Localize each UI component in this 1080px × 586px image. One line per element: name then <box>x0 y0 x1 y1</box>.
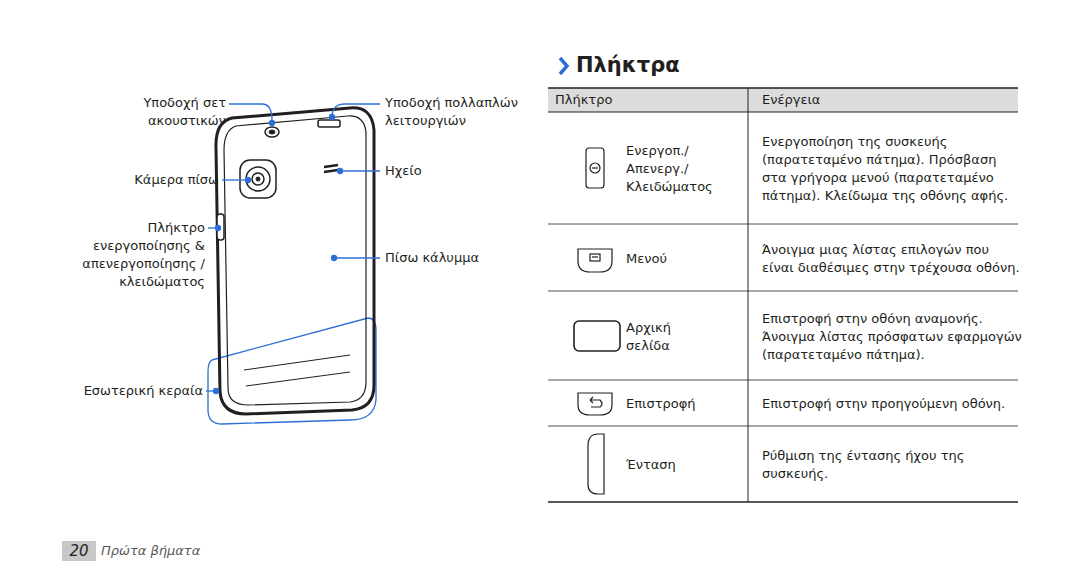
leader-dot <box>270 121 275 126</box>
leader-dot <box>330 115 335 120</box>
back-key-icon <box>590 397 602 407</box>
leader-line <box>206 390 214 391</box>
camera-lens <box>256 177 260 181</box>
table-cell: Ένταση <box>626 456 726 474</box>
callout-label: Ηχείο <box>385 162 485 180</box>
back-cover <box>224 116 366 405</box>
menu-key-icon <box>592 256 598 257</box>
table-cell: Επιστροφή στην προηγούμενη οθόνη. <box>762 395 1024 413</box>
table-rule <box>548 224 1018 225</box>
callout-label: Πλήκτρο ενεργοποίησης & απενεργοποίησης … <box>75 219 205 291</box>
camera-lens <box>252 173 264 185</box>
table-header-cell: Ενέργεια <box>762 91 882 109</box>
cover-line <box>246 372 350 386</box>
headset-jack <box>269 130 275 134</box>
leader-dot <box>332 256 337 261</box>
table-cell: Άνοιγμα μιας λίστας επιλογών που είναι δ… <box>762 241 1024 277</box>
table-cell: Επιστροφή <box>626 395 726 413</box>
table-cell: Μενού <box>626 250 726 268</box>
table-header <box>548 88 1018 112</box>
page-number-box <box>62 541 96 561</box>
table-cell: Ενεργοπ./ Απενεργ./ Κλειδώματος <box>626 142 726 196</box>
table-cell: Επιστροφή στην οθόνη αναμονής. Άνοιγμα λ… <box>762 310 1024 364</box>
leader-dot <box>246 178 251 183</box>
camera-housing <box>240 160 276 198</box>
table-header-cell: Πλήκτρο <box>555 91 675 109</box>
volume-key-icon <box>588 434 604 494</box>
page-number: 20 <box>63 541 95 561</box>
table-cell: Ρύθμιση της έντασης ήχου της συσκευής. <box>762 447 1024 483</box>
speaker-grille <box>324 165 338 172</box>
footer-text: Πρώτα βήματα <box>101 542 261 560</box>
cover-line <box>244 355 350 370</box>
table-cell: Αρχική σελίδα <box>626 319 706 355</box>
section-chevron <box>560 58 567 74</box>
section-title: Πλήκτρα <box>576 53 680 77</box>
leader-dot <box>216 226 221 231</box>
phone-back <box>208 108 376 424</box>
table-rule <box>548 426 1018 427</box>
callout-label: Υποδοχή πολλαπλών λειτουργιών <box>385 94 535 130</box>
leader-line <box>336 257 380 258</box>
leader-line <box>342 170 380 171</box>
table-rule <box>748 88 749 502</box>
home-key-icon <box>574 321 620 351</box>
table-rule <box>548 380 1018 381</box>
leader-line <box>332 104 380 114</box>
back-key-icon <box>578 393 612 415</box>
leader-line <box>208 227 216 228</box>
menu-key-icon <box>590 254 600 261</box>
table-cell: Ενεργοποίηση της συσκευής (παρατεταμένο … <box>762 133 1024 205</box>
key-icons <box>574 148 620 494</box>
callout-label: Εσωτερική κεραία <box>63 382 203 400</box>
camera-lens <box>246 167 270 191</box>
table-rule <box>548 501 1018 503</box>
headset-jack <box>265 127 279 137</box>
leader-line <box>229 104 272 120</box>
table-rule <box>548 87 1018 89</box>
leader-lines <box>206 104 380 394</box>
leader-dot <box>338 169 343 174</box>
power-key-icon <box>590 163 600 173</box>
table-rule <box>548 291 1018 292</box>
callout-label: Πίσω κάλυμμα <box>385 249 515 267</box>
leader-dot <box>214 389 219 394</box>
menu-key-icon <box>578 249 612 272</box>
power-key-icon <box>592 167 598 168</box>
antenna-area <box>208 318 376 424</box>
callout-label: Κάμερα πίσω <box>99 171 219 189</box>
power-key-icon <box>586 148 604 188</box>
phone-body <box>216 108 374 414</box>
table-rule <box>548 112 1018 113</box>
usb-port <box>318 120 340 127</box>
callout-label: Υποδοχή σετ ακουστικών <box>106 94 226 130</box>
leader-line <box>222 179 246 180</box>
key-table <box>548 88 1018 502</box>
